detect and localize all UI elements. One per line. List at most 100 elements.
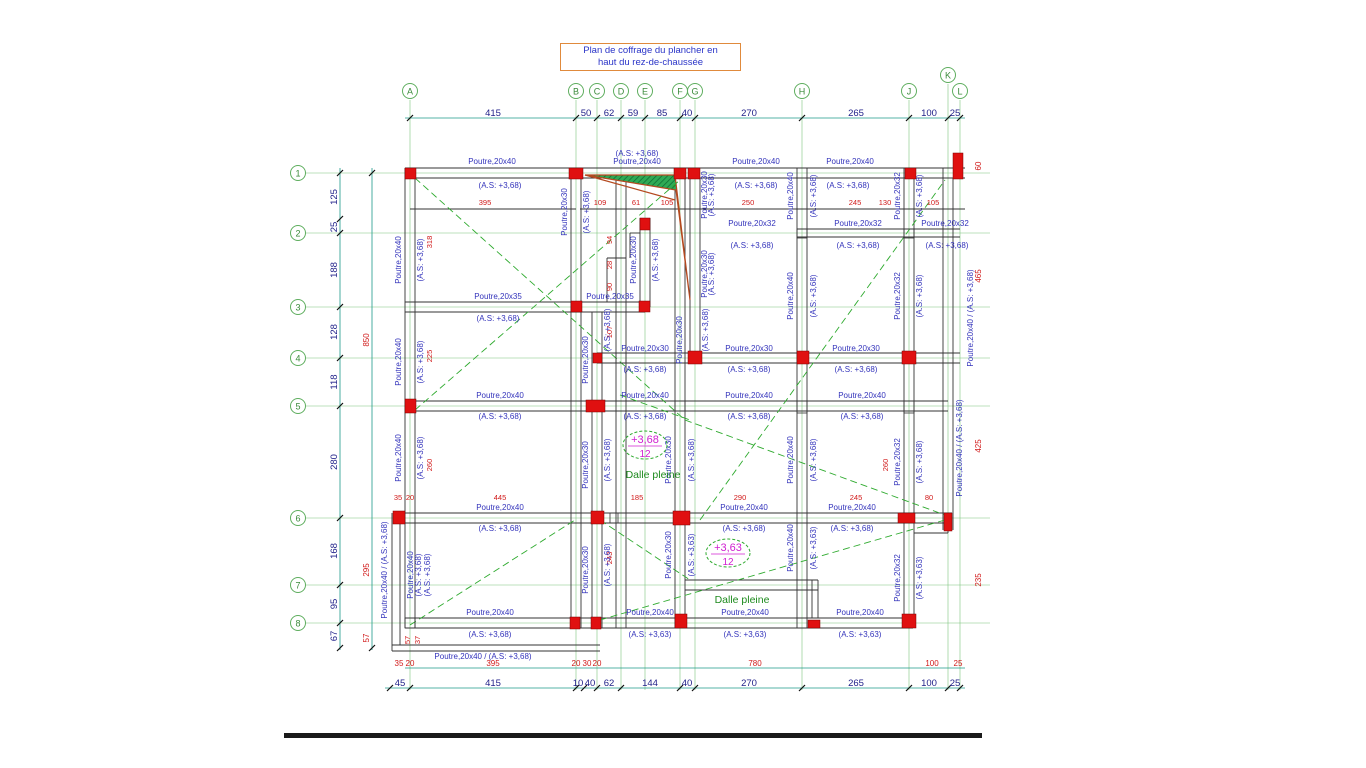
dim-top: 25 xyxy=(950,108,961,119)
axis-label-A: A xyxy=(407,87,413,97)
beam-level: (A.S: +3,68) xyxy=(414,553,423,596)
beam-label: Poutre,20x30 xyxy=(621,344,669,353)
dim-left: 125 xyxy=(329,189,340,205)
axis-label-L: L xyxy=(957,87,962,97)
dim-left-inner: 57 xyxy=(362,633,371,642)
beam-label: Poutre,20x30 xyxy=(664,436,673,484)
beam-label-combined: Poutre,20x40 / (A.S: +3,68) xyxy=(966,269,975,367)
inner-dim: 105 xyxy=(927,198,940,207)
dim-left: 280 xyxy=(329,454,340,470)
slab-diagonals xyxy=(409,177,946,626)
beam-level: (A.S: +3,63) xyxy=(629,630,672,639)
beam-label: Poutre,20x40 xyxy=(406,551,415,599)
axis-label-C: C xyxy=(594,87,601,97)
beam-level: (A.S: +3,68) xyxy=(416,340,425,383)
dim-top: 62 xyxy=(604,108,615,119)
inner-dim: 90 xyxy=(605,283,614,291)
dim-bottom: 100 xyxy=(921,678,937,689)
beam-level: (A.S: +3,68) xyxy=(835,365,878,374)
inner-dim: 94 xyxy=(605,236,614,244)
beam-label: Poutre,20x35 xyxy=(474,292,522,301)
beam-level: (A.S: +3,68) xyxy=(707,173,716,216)
inner-dim: 37 xyxy=(413,636,422,644)
axis-label-G: G xyxy=(691,87,698,97)
beam-level: (A.S: +3,68) xyxy=(469,630,512,639)
dim-left: 128 xyxy=(329,324,340,340)
slab-thickness: 12 xyxy=(639,449,651,460)
beam-level: (A.S: +3,68) xyxy=(809,438,818,481)
inner-dim: 318 xyxy=(425,236,434,249)
axis-bubbles-vertical xyxy=(402,67,968,99)
slab-level: +3,68 xyxy=(631,434,659,446)
beam-label: Poutre,20x30 xyxy=(629,236,638,284)
beam-label: Poutre,20x30 xyxy=(581,546,590,594)
axis-label-7: 7 xyxy=(295,581,300,591)
beam-label: Poutre,20x32 xyxy=(834,219,882,228)
axis-label-H: H xyxy=(799,87,806,97)
beam-label: Poutre,20x30 xyxy=(664,531,673,579)
dim-right: 235 xyxy=(974,573,983,587)
dimension-ticks xyxy=(336,114,964,692)
axis-label-B: B xyxy=(573,87,579,97)
slab-thickness: 12 xyxy=(722,557,734,568)
beam-label: Poutre,20x32 xyxy=(893,272,902,320)
beam-label-combined: Poutre,20x40 / (A.S: +3,68) xyxy=(434,652,532,661)
beam-level: (A.S: +3,68) xyxy=(809,174,818,217)
beam-label: Poutre,20x40 xyxy=(786,436,795,484)
axis-label-J: J xyxy=(907,87,912,97)
beam-level: (A.S: +3,68) xyxy=(723,524,766,533)
dim-bottom: 40 xyxy=(682,678,693,689)
dim-top: 40 xyxy=(682,108,693,119)
beam-label: Poutre,20x35 xyxy=(586,292,634,301)
beam-level: (A.S: +3,68) xyxy=(728,412,771,421)
beam-level: (A.S: +3,68) xyxy=(915,440,924,483)
dim-bottom: 62 xyxy=(604,678,615,689)
beam-label: Poutre,20x40 xyxy=(626,608,674,617)
axis-label-8: 8 xyxy=(295,619,300,629)
drawing-title-line-2: haut du rez-de-chaussée xyxy=(597,57,704,68)
dim-right: 465 xyxy=(974,269,983,283)
right-dimensions: 60 465 425 235 xyxy=(974,161,983,587)
inner-dim: 260 xyxy=(881,459,890,472)
beam-level: (A.S: +3,68) xyxy=(479,412,522,421)
beam-label: Poutre,20x40 xyxy=(613,157,661,166)
beam-label: Poutre,20x40 xyxy=(394,434,403,482)
drawing-title: Plan de coffrage du plancher en haut du … xyxy=(560,43,741,71)
beam-label: Poutre,20x40 xyxy=(468,157,516,166)
beam-label: Poutre,20x40 xyxy=(786,524,795,572)
dim-top: 265 xyxy=(848,108,864,119)
inner-dim: 130 xyxy=(879,198,892,207)
dim-left-total: 850 xyxy=(362,333,371,347)
dim-bottom-red: 35 xyxy=(395,659,404,668)
beam-level: (A.S: +3,68) xyxy=(479,181,522,190)
beam-level: (A.S: +3,68) xyxy=(624,365,667,374)
beam-label: Poutre,20x30 xyxy=(832,344,880,353)
dim-bottom-red: 20 xyxy=(406,659,415,668)
inner-dim: 80 xyxy=(925,493,933,502)
beam-label: Poutre,20x40 xyxy=(725,391,773,400)
beam-level: (A.S: +3,68) xyxy=(416,436,425,479)
beam-label: Poutre,20x32 xyxy=(728,219,776,228)
beam-label: Poutre,20x30 xyxy=(560,188,569,236)
drawing-title-line-1: Plan de coffrage du plancher en xyxy=(583,45,718,56)
beam-label: Poutre,20x40 xyxy=(732,157,780,166)
dim-bottom: 144 xyxy=(642,678,658,689)
beam-level: (A.S: +3,68) xyxy=(651,238,660,281)
beam-label: Poutre,20x40 xyxy=(826,157,874,166)
inner-dim: 20 xyxy=(406,493,414,502)
beam-level: (A.S: +3,63) xyxy=(915,556,924,599)
beam-level: (A.S: +3,68) xyxy=(837,241,880,250)
beam-label: Poutre,20x40 xyxy=(394,338,403,386)
inner-dim: 445 xyxy=(494,493,507,502)
inner-dim: 185 xyxy=(631,493,644,502)
slab-marker-2: +3,63 12 Dalle pleine xyxy=(705,538,770,606)
beam-label: Poutre,20x40 xyxy=(786,272,795,320)
inner-dim: 290 xyxy=(734,493,747,502)
beam-level: (A.S: +3,68) xyxy=(603,308,612,351)
beam-level: (A.S: +3,68) xyxy=(624,412,667,421)
dim-right: 425 xyxy=(974,439,983,453)
slab-label: Dalle pleine xyxy=(715,594,770,606)
axis-label-5: 5 xyxy=(295,402,300,412)
dim-bottom: 270 xyxy=(741,678,757,689)
